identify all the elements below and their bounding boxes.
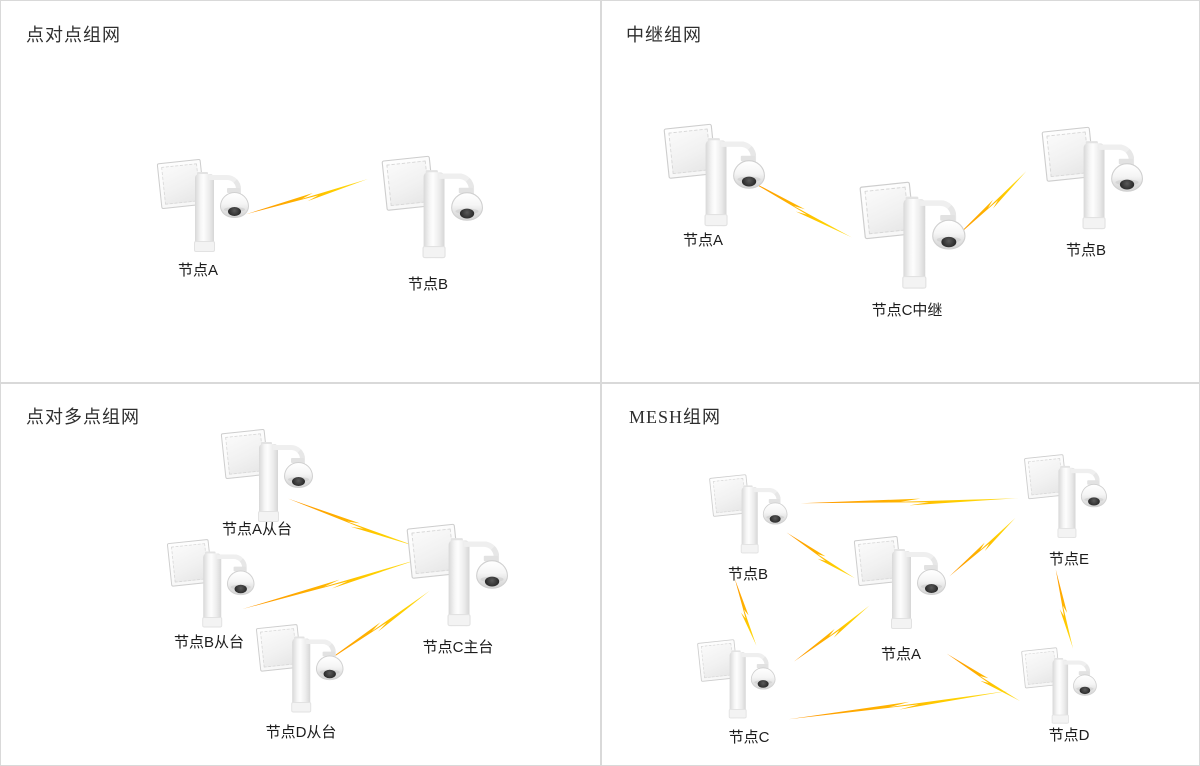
lightning-bolt-icon bbox=[945, 642, 1021, 713]
antenna-pole-dome-camera-icon bbox=[406, 523, 519, 631]
node-label: 节点C中继 bbox=[871, 302, 943, 319]
antenna-pole-dome-camera-icon bbox=[220, 428, 323, 526]
camera-arm bbox=[464, 541, 500, 565]
quadrant-title-mesh: MESH组网 bbox=[629, 407, 722, 427]
dome-camera-icon bbox=[1111, 163, 1143, 192]
camera-arm bbox=[1099, 144, 1135, 168]
camera-mount bbox=[227, 188, 240, 193]
node-label: 节点A bbox=[177, 262, 219, 279]
camera-mount bbox=[1087, 480, 1099, 485]
camera-mount bbox=[924, 565, 937, 570]
node-b: 节点B bbox=[1041, 126, 1144, 259]
dome-camera-icon bbox=[932, 219, 966, 250]
antenna-pole-dome-camera-icon bbox=[166, 538, 264, 631]
quadrant-title-p2mp: 点对多点组网 bbox=[26, 407, 140, 427]
node-d-slave: 节点D从台 bbox=[255, 623, 358, 746]
dome-camera-icon bbox=[917, 569, 946, 595]
lightning-bolt-icon bbox=[1053, 569, 1074, 650]
node-a: 节点A bbox=[663, 123, 766, 249]
node-label: 节点D bbox=[1048, 727, 1090, 744]
lightning-bolt-icon bbox=[801, 488, 1019, 515]
dome-camera-icon bbox=[284, 462, 313, 488]
camera-arm bbox=[919, 200, 957, 225]
camera-arm bbox=[753, 487, 781, 506]
dome-camera-icon bbox=[733, 160, 765, 189]
camera-mount bbox=[768, 498, 780, 504]
camera-mount bbox=[1118, 158, 1134, 165]
camera-arm bbox=[209, 175, 241, 196]
node-label: 节点C主台 bbox=[422, 639, 494, 656]
lightning-bolt-icon bbox=[244, 178, 371, 217]
node-b: 节点B bbox=[709, 474, 811, 596]
camera-arm bbox=[439, 173, 475, 197]
node-b: 节点B bbox=[381, 155, 484, 293]
node-c: 节点C bbox=[697, 639, 799, 761]
camera-arm bbox=[1064, 660, 1091, 678]
antenna-pole-dome-camera-icon bbox=[709, 474, 796, 557]
lightning-bolt-icon bbox=[787, 690, 1010, 722]
camera-mount bbox=[458, 187, 474, 194]
camera-arm bbox=[721, 141, 757, 165]
node-label: 节点B bbox=[407, 276, 449, 293]
camera-mount bbox=[233, 566, 246, 572]
dome-camera-icon bbox=[315, 655, 344, 681]
camera-mount bbox=[483, 555, 499, 562]
camera-mount bbox=[940, 215, 956, 221]
camera-mount bbox=[740, 155, 756, 162]
dome-camera-icon bbox=[762, 502, 788, 525]
node-a-slave: 节点A从台 bbox=[220, 428, 323, 551]
antenna-pole-dome-camera-icon bbox=[1041, 126, 1154, 234]
node-e: 节点E bbox=[1023, 454, 1126, 576]
node-a: 节点A bbox=[156, 158, 259, 281]
camera-arm bbox=[906, 552, 938, 573]
camera-arm bbox=[273, 445, 305, 466]
antenna-pole-dome-camera-icon bbox=[1021, 647, 1105, 727]
camera-mount bbox=[756, 663, 768, 669]
node-label: 节点B bbox=[1065, 242, 1107, 259]
antenna-pole-dome-camera-icon bbox=[859, 181, 977, 293]
dome-camera-icon bbox=[1073, 674, 1097, 696]
antenna-pole-dome-camera-icon bbox=[853, 535, 956, 633]
dome-camera-icon bbox=[220, 192, 249, 218]
camera-mount bbox=[322, 651, 335, 657]
camera-arm bbox=[1071, 468, 1100, 488]
camera-mount bbox=[1078, 671, 1090, 676]
dome-camera-icon bbox=[226, 570, 255, 596]
camera-arm bbox=[305, 639, 336, 660]
node-label: 节点E bbox=[1048, 551, 1090, 568]
node-label: 节点A从台 bbox=[221, 521, 293, 538]
antenna-pole-dome-camera-icon bbox=[381, 155, 494, 263]
node-label: 节点B bbox=[727, 566, 769, 583]
camera-mount bbox=[291, 458, 304, 463]
camera-arm bbox=[741, 652, 769, 671]
node-label: 节点C bbox=[728, 729, 770, 746]
antenna-pole-dome-camera-icon bbox=[255, 623, 353, 716]
node-label: 节点B从台 bbox=[173, 634, 245, 651]
node-d: 节点D bbox=[1021, 647, 1123, 765]
camera-arm bbox=[216, 554, 247, 575]
quadrant-title-p2p: 点对点组网 bbox=[26, 25, 121, 45]
quadrant-title-relay: 中继组网 bbox=[626, 25, 702, 45]
dome-camera-icon bbox=[476, 560, 508, 589]
antenna-pole-dome-camera-icon bbox=[663, 123, 776, 231]
node-label: 节点A bbox=[880, 646, 922, 663]
dome-camera-icon bbox=[451, 192, 483, 221]
antenna-pole-dome-camera-icon bbox=[1023, 454, 1116, 542]
node-label: 节点D从台 bbox=[265, 724, 337, 741]
node-c-master: 节点C主台 bbox=[406, 523, 509, 656]
divider-horizontal bbox=[1, 382, 1199, 384]
mounting-pole bbox=[447, 540, 471, 627]
antenna-pole-dome-camera-icon bbox=[156, 158, 259, 256]
node-b-slave: 节点B从台 bbox=[166, 538, 269, 661]
antenna-pole-dome-camera-icon bbox=[697, 639, 784, 722]
dome-camera-icon bbox=[1080, 483, 1107, 508]
dome-camera-icon bbox=[750, 667, 776, 690]
node-a: 节点A bbox=[853, 535, 956, 663]
node-label: 节点A bbox=[682, 232, 724, 249]
node-c-relay: 节点C中继 bbox=[859, 181, 966, 319]
